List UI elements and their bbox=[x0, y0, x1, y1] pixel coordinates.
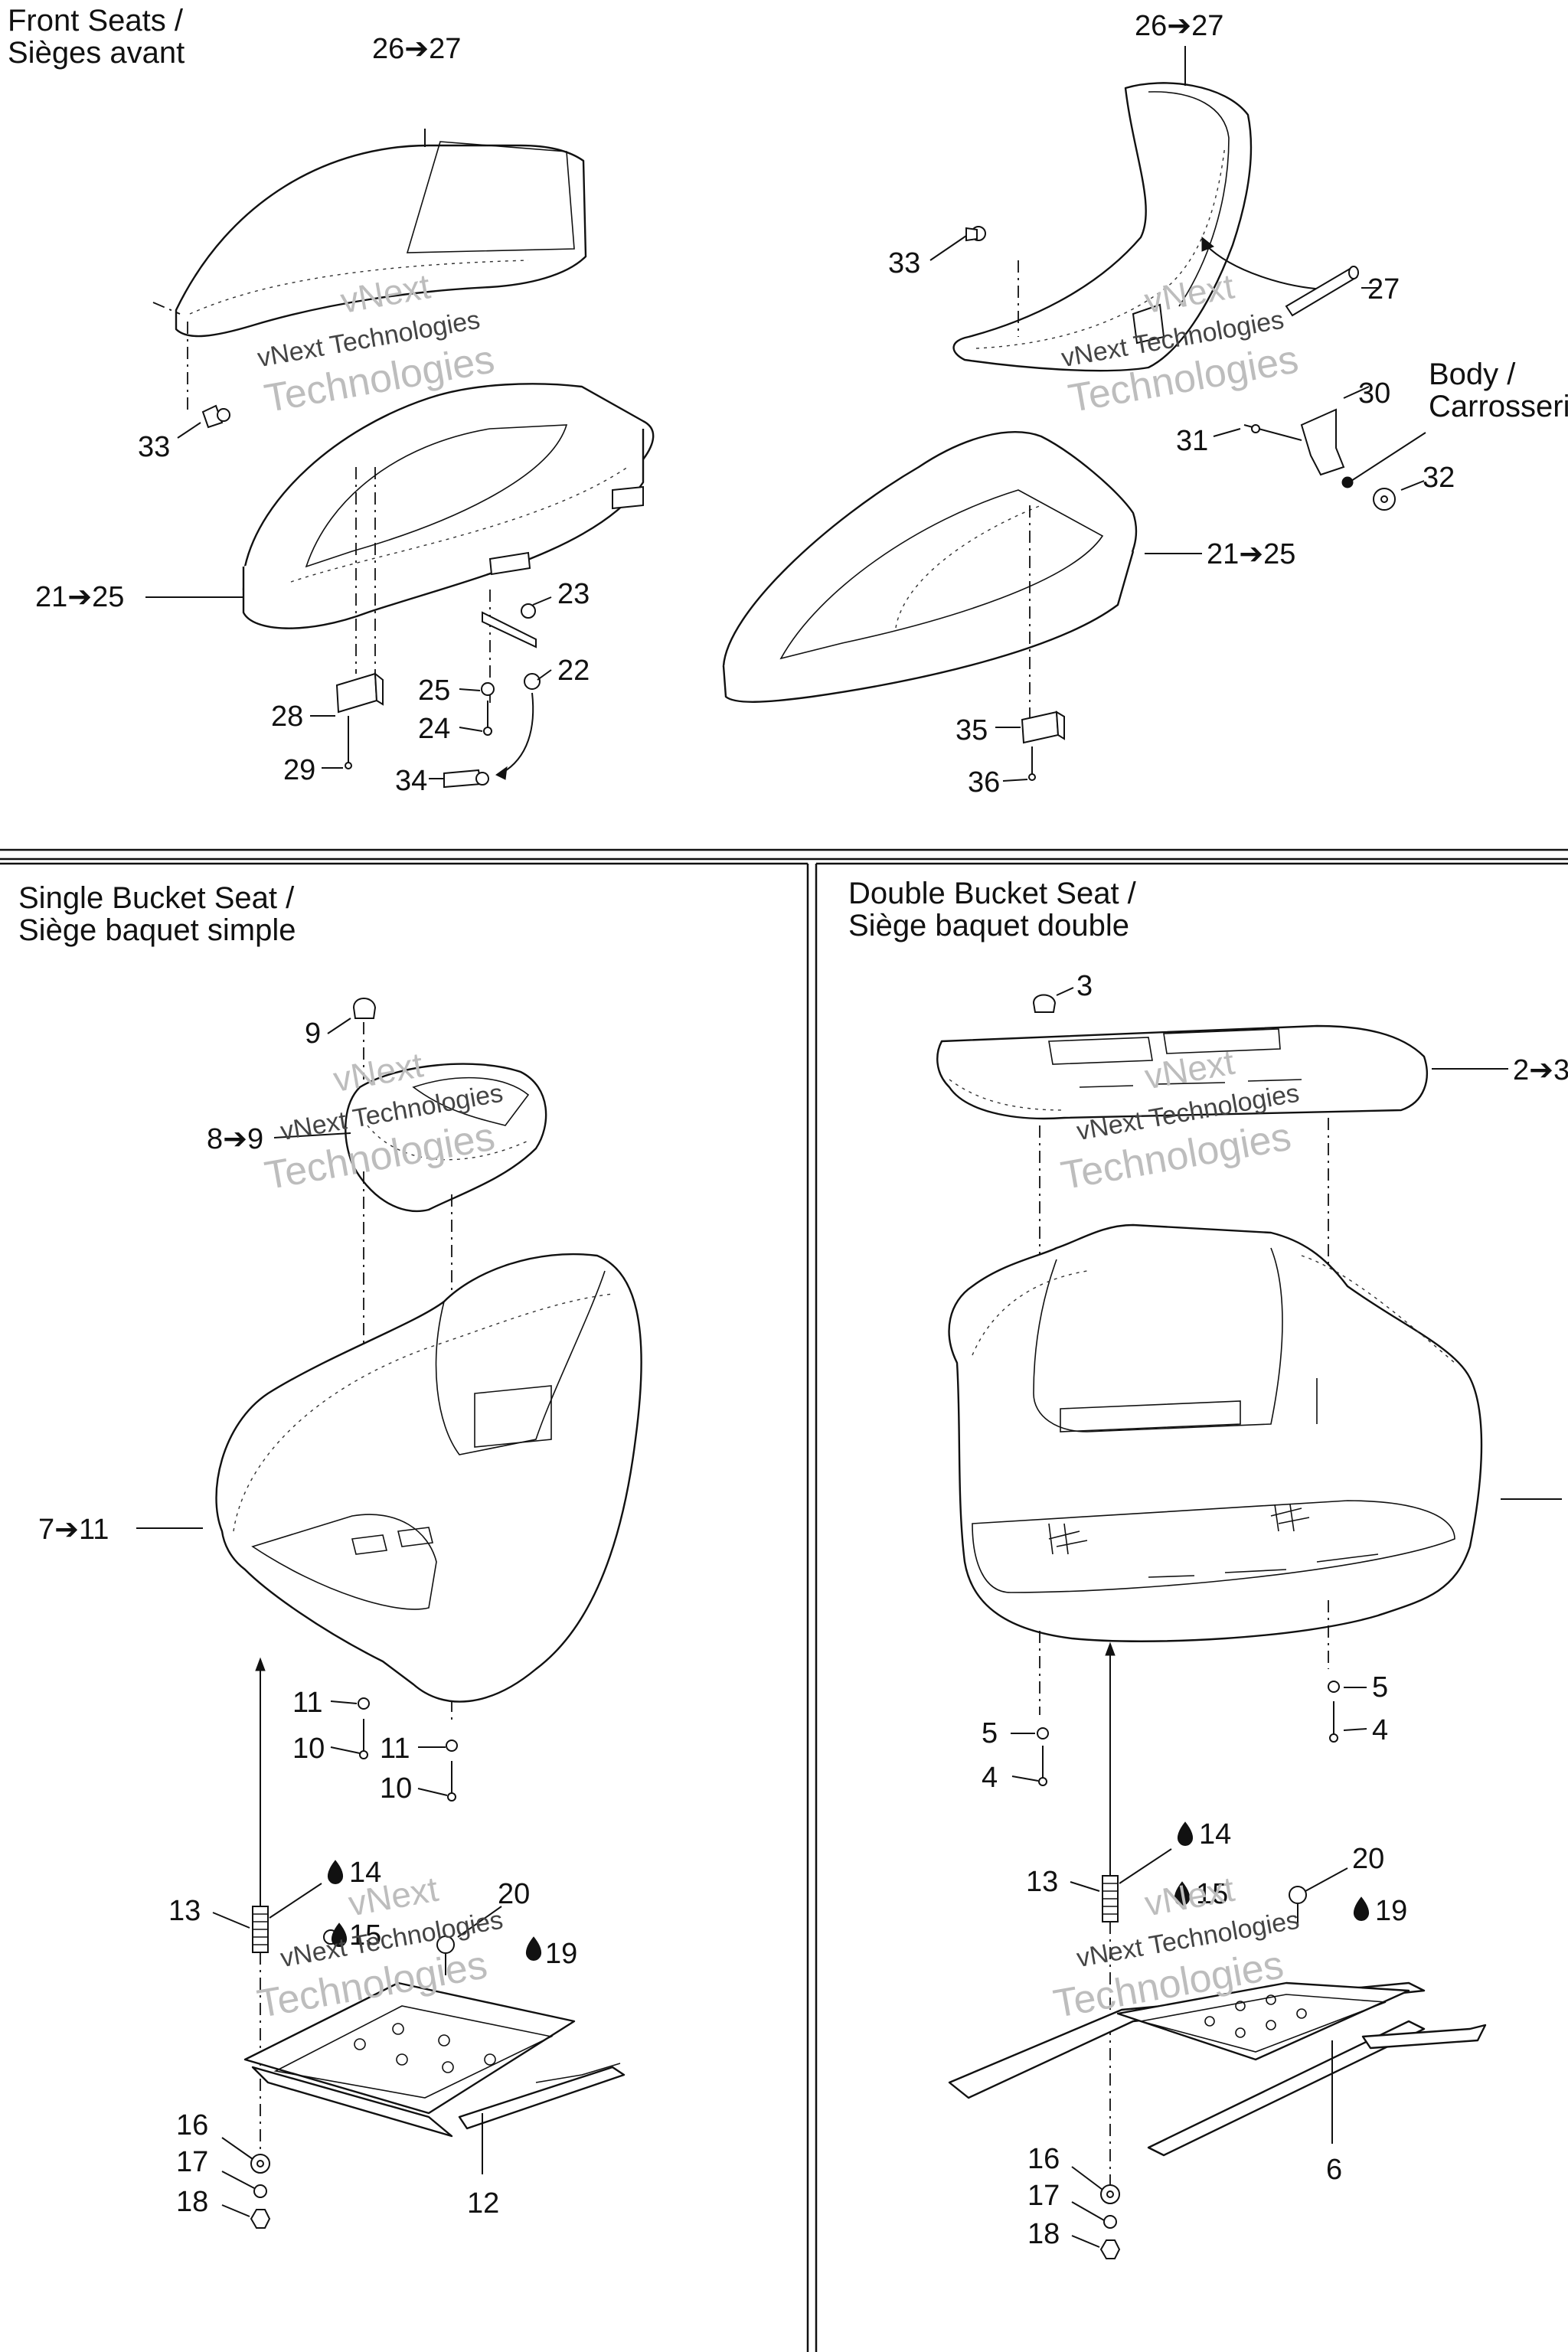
callout-33-right: 33 bbox=[888, 247, 920, 279]
drop-icon bbox=[1177, 1821, 1194, 1846]
drop-icon bbox=[1174, 1881, 1191, 1906]
front-left-callouts: 26➔27 33 21➔25 23 22 25 24 28 29 34 bbox=[35, 33, 590, 797]
callout-35: 35 bbox=[956, 714, 988, 746]
callout-25: 25 bbox=[418, 675, 450, 707]
drop-icon bbox=[1353, 1896, 1370, 1921]
callout-19: 19 bbox=[545, 1938, 577, 1970]
callout-9: 9 bbox=[305, 1018, 321, 1050]
double-bucket-shell bbox=[948, 1223, 1483, 1642]
callout-4-right: 4 bbox=[1372, 1714, 1388, 1746]
double-bucket-title: Double Bucket Seat / bbox=[848, 877, 1137, 910]
double-bucket-seat-assembly bbox=[936, 987, 1562, 2259]
body-title: Body / bbox=[1429, 358, 1516, 391]
drop-icon bbox=[525, 1936, 542, 1961]
seat-bracket bbox=[335, 672, 378, 714]
callout-29: 29 bbox=[283, 754, 315, 786]
callout-20-double: 20 bbox=[1352, 1843, 1384, 1875]
single-bucket-seat-assembly bbox=[136, 998, 642, 2229]
callout-20: 20 bbox=[498, 1878, 530, 1910]
body-subtitle: Carrosserie bbox=[1429, 390, 1568, 423]
single-bucket-subtitle: Siège baquet simple bbox=[18, 913, 296, 947]
callout-6: 6 bbox=[1326, 2154, 1342, 2186]
backrest-cushion bbox=[175, 144, 587, 338]
front-seats-subtitle: Sièges avant bbox=[8, 36, 185, 70]
callout-15: 15 bbox=[349, 1919, 381, 1952]
single-bucket-title: Single Bucket Seat / bbox=[18, 881, 295, 915]
callout-36: 36 bbox=[968, 766, 1000, 799]
callout-18-double: 18 bbox=[1027, 2218, 1060, 2250]
front-seats-title: Front Seats / bbox=[8, 4, 184, 38]
double-bucket-subtitle: Siège baquet double bbox=[848, 909, 1129, 942]
front-right-callouts: 26➔27 33 27 30 31 32 21➔25 35 36 bbox=[888, 10, 1455, 799]
callout-13-double: 13 bbox=[1026, 1866, 1058, 1898]
callout-17: 17 bbox=[176, 2146, 208, 2178]
callout-4-left: 4 bbox=[982, 1762, 998, 1794]
callout-32: 32 bbox=[1423, 462, 1455, 494]
double-bucket-callouts: 3 2➔3 5 4 5 4 14 13 15 20 19 16 17 18 6 bbox=[982, 970, 1568, 2250]
backrest-shell bbox=[952, 82, 1253, 372]
mount-bracket bbox=[1300, 408, 1345, 476]
callout-5-right: 5 bbox=[1372, 1671, 1388, 1704]
callout-26-27-right: 26➔27 bbox=[1135, 10, 1223, 42]
callout-10-b: 10 bbox=[380, 1772, 412, 1805]
callout-27: 27 bbox=[1367, 273, 1400, 305]
callout-16-double: 16 bbox=[1027, 2143, 1060, 2175]
callout-3: 3 bbox=[1076, 970, 1093, 1002]
double-headrest-bolster bbox=[936, 1024, 1428, 1120]
callout-26-27-left: 26➔27 bbox=[372, 33, 461, 65]
callout-10-a: 10 bbox=[292, 1733, 325, 1765]
headrest-cushion bbox=[345, 1063, 547, 1213]
callout-14-double: 14 bbox=[1199, 1818, 1231, 1851]
drop-icon bbox=[331, 1922, 348, 1947]
section-frames bbox=[0, 848, 1568, 2352]
section-titles: Front Seats / Sièges avant Body / Carros… bbox=[8, 4, 1568, 947]
drop-icon bbox=[327, 1860, 344, 1884]
callout-30: 30 bbox=[1358, 377, 1390, 410]
callout-28: 28 bbox=[271, 701, 303, 733]
callout-22: 22 bbox=[557, 655, 590, 687]
callout-33-left: 33 bbox=[138, 431, 170, 463]
callout-12: 12 bbox=[467, 2187, 499, 2220]
callout-15-double: 15 bbox=[1196, 1878, 1228, 1910]
callout-11-b: 11 bbox=[380, 1733, 410, 1765]
callout-13: 13 bbox=[168, 1895, 201, 1927]
callout-5-left: 5 bbox=[982, 1717, 998, 1749]
watermark-line1: vNext bbox=[1142, 1869, 1237, 1924]
single-bucket-shell bbox=[215, 1253, 642, 1703]
callout-8-9: 8➔9 bbox=[207, 1123, 263, 1155]
front-left-seat-assembly bbox=[145, 129, 655, 789]
callout-34: 34 bbox=[395, 765, 427, 797]
callout-31: 31 bbox=[1176, 425, 1208, 457]
callout-21-25-left: 21➔25 bbox=[35, 581, 124, 613]
watermark-single-bottom: vNext vNext Technologies Technologies bbox=[254, 1869, 505, 2027]
callout-17-double: 17 bbox=[1027, 2180, 1060, 2212]
callout-24: 24 bbox=[418, 713, 450, 745]
callout-7-11: 7➔11 bbox=[38, 1514, 109, 1546]
single-bucket-callouts: 9 8➔9 7➔11 11 10 11 10 14 13 20 15 19 16… bbox=[38, 1018, 577, 2220]
callout-2-3: 2➔3 bbox=[1513, 1054, 1568, 1086]
callout-16: 16 bbox=[176, 2109, 208, 2141]
callout-19-double: 19 bbox=[1375, 1895, 1407, 1927]
front-right-seat-assembly bbox=[722, 46, 1426, 782]
callout-18: 18 bbox=[176, 2186, 208, 2218]
callout-11-a: 11 bbox=[292, 1687, 322, 1719]
watermarks: vNext vNext Technologies Technologies vN… bbox=[254, 266, 1302, 2027]
callout-14: 14 bbox=[349, 1857, 381, 1889]
callout-21-25-right: 21➔25 bbox=[1207, 538, 1295, 570]
watermark-front-right: vNext vNext Technologies Technologies bbox=[1059, 266, 1302, 421]
callout-23: 23 bbox=[557, 578, 590, 610]
